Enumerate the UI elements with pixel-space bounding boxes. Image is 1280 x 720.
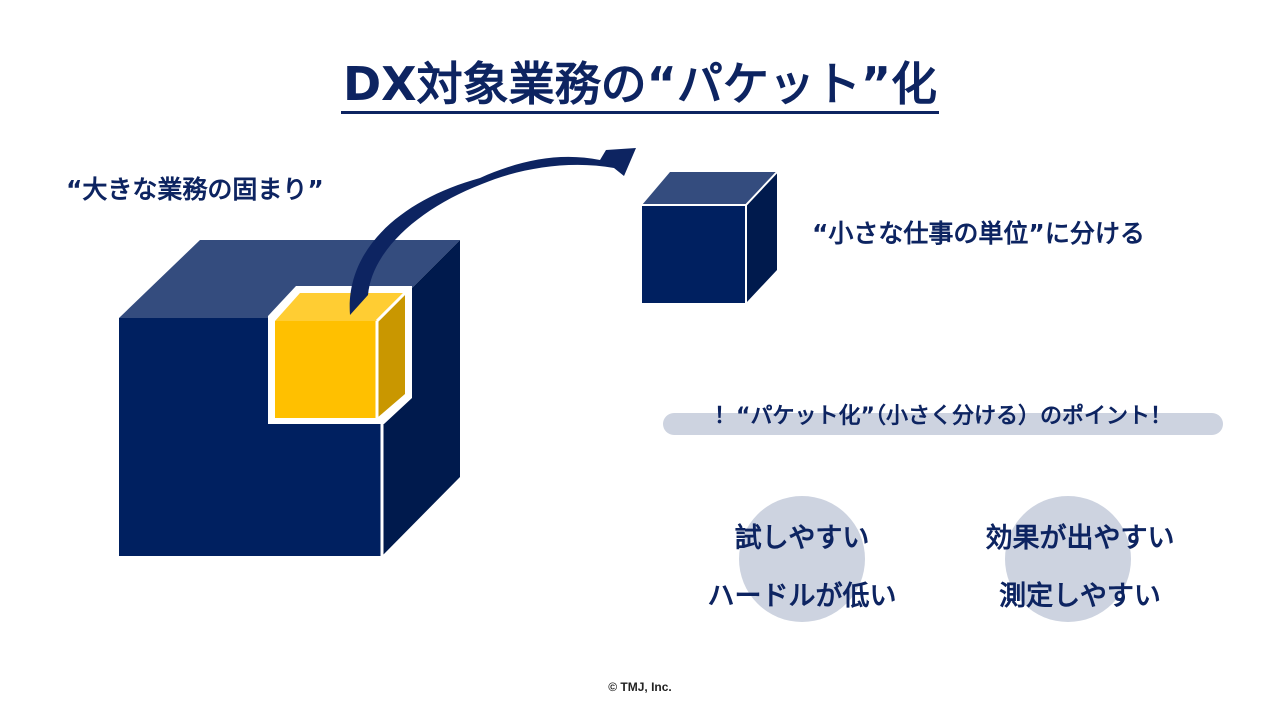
point-text: 試しやすい [734, 523, 870, 554]
yellow-packet-cube [275, 291, 407, 418]
copyright: © TMJ, Inc. [608, 680, 672, 694]
slide-title: DX対象業務の“パケット”化 [0, 48, 1280, 114]
small-block-label: “小さな仕事の単位”に分ける [812, 219, 1145, 248]
points-header: ！“パケット化”（小さく分ける）のポイント！ [714, 404, 1172, 429]
small-cube [642, 171, 778, 303]
point-text: 効果が出やすい [985, 523, 1175, 554]
points-header-bar [663, 413, 1223, 435]
curved-arrow-icon [349, 148, 636, 315]
point-text: 測定しやすい [999, 581, 1161, 612]
point-text: ハードルが低い [707, 581, 897, 612]
point-circle [1005, 496, 1131, 622]
point-circle [739, 496, 865, 622]
big-block-label: “大きな業務の固まり” [66, 175, 324, 204]
